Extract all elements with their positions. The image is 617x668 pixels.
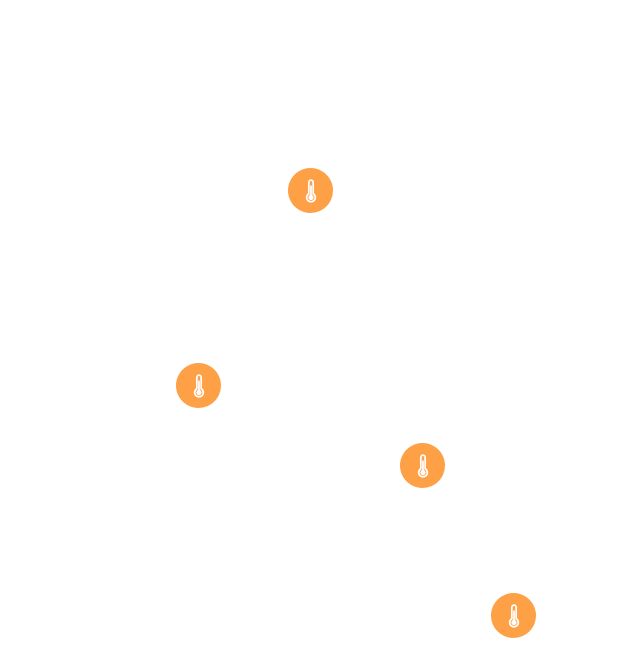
temperature-marker[interactable] [400,443,445,488]
thermometer-icon [501,603,527,629]
thermometer-icon [410,453,436,479]
thermometer-icon [186,373,212,399]
temperature-marker[interactable] [288,168,333,213]
temperature-marker[interactable] [176,363,221,408]
thermometer-icon [298,178,324,204]
temperature-marker[interactable] [491,593,536,638]
